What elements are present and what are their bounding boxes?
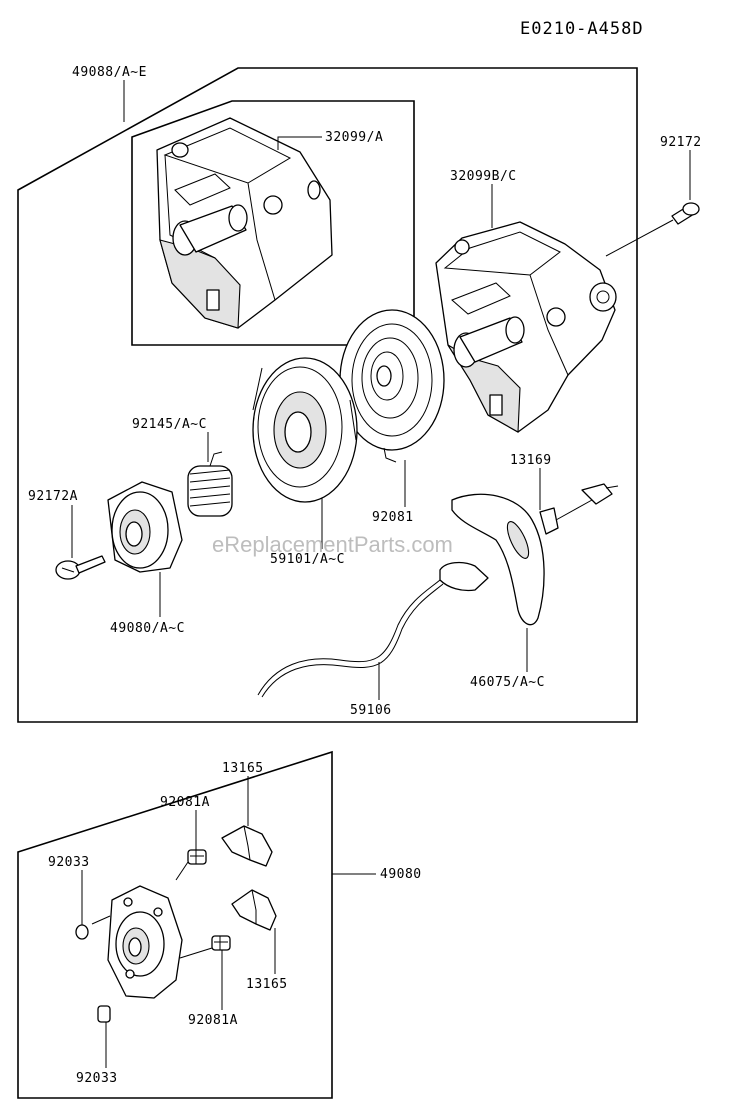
- reel-59101-label: 59101/A~C: [270, 552, 345, 567]
- rope-59106: [257, 579, 444, 698]
- spring-92081a-bottom-label: 92081A: [188, 1013, 238, 1028]
- pulley-body: [91, 861, 189, 999]
- clip-92033-top: [75, 924, 89, 940]
- diagram-code: E0210-A458D: [520, 19, 644, 39]
- part-13169: [539, 483, 619, 535]
- bolt-92172a-label: 92172A: [28, 489, 78, 504]
- housing-a: [156, 117, 333, 329]
- lower-assembly-frame: [17, 750, 333, 1099]
- screw-92172: [605, 202, 700, 257]
- spring-92145: [187, 451, 233, 517]
- recoil-spring: [339, 309, 445, 463]
- screw-92172-label: 92172: [660, 135, 702, 150]
- handle-46075-label: 46075/A~C: [470, 675, 545, 690]
- housing-a-frame: [131, 100, 415, 346]
- bolt-92172a: [55, 555, 106, 580]
- reel-59101: [252, 357, 358, 503]
- housing-a-leader: [277, 136, 322, 150]
- housing-a-label: 32099/A: [325, 130, 383, 145]
- pawl-13165-bottom-label: 13165: [246, 977, 288, 992]
- pawl-13165-bottom: [231, 889, 277, 931]
- spring-92081a-bottom: [179, 935, 231, 959]
- handle-46075: [439, 493, 545, 626]
- pawl-13165-top-label: 13165: [222, 761, 264, 776]
- clip-92033-top-label: 92033: [48, 855, 90, 870]
- part-13169-label: 13169: [510, 453, 552, 468]
- rope-hook-92081-label: 92081: [372, 510, 414, 525]
- spring-92081a-top-label: 92081A: [160, 795, 210, 810]
- assembly-49080-label: 49080: [380, 867, 422, 882]
- rope-59106-label: 59106: [350, 703, 392, 718]
- clip-92033-bottom-label: 92033: [76, 1071, 118, 1086]
- housing-b: [435, 221, 617, 433]
- spring-92081a-top: [187, 849, 207, 865]
- pulley-49080-label: 49080/A~C: [110, 621, 185, 636]
- upper-assembly-frame: [17, 67, 638, 723]
- pawl-13165-top: [221, 825, 273, 867]
- spring-92145-label: 92145/A~C: [132, 417, 207, 432]
- assembly-49088-label: 49088/A~E: [72, 65, 147, 80]
- housing-b-label: 32099B/C: [450, 169, 517, 184]
- clip-92033-bottom: [97, 1005, 111, 1023]
- pulley-49080: [107, 481, 183, 573]
- watermark: eReplacementParts.com: [212, 532, 453, 557]
